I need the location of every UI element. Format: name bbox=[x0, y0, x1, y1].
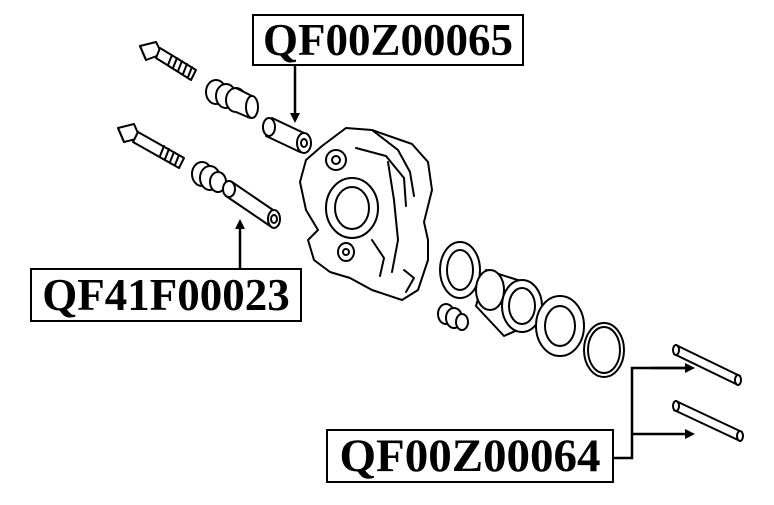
bleeder-cap bbox=[437, 303, 469, 331]
retaining-ring bbox=[583, 322, 625, 378]
piston-seal-ring bbox=[439, 241, 481, 299]
piston bbox=[475, 269, 543, 337]
lower-pin bbox=[672, 400, 744, 442]
upper-guide-bolt bbox=[139, 41, 197, 81]
upper-guide-sleeve bbox=[262, 117, 312, 154]
caliper-housing bbox=[299, 127, 433, 301]
lower-guide-bolt bbox=[117, 123, 185, 169]
part-number-label-bottom: QF00Z00064 bbox=[326, 429, 614, 483]
upper-boot bbox=[205, 79, 259, 119]
upper-pin bbox=[672, 344, 742, 386]
dust-boot bbox=[535, 295, 585, 357]
lower-guide-sleeve bbox=[222, 180, 281, 229]
part-number-label-top: QF00Z00065 bbox=[252, 14, 524, 66]
lower-boot bbox=[191, 161, 227, 193]
part-number-label-left: QF41F00023 bbox=[30, 268, 302, 322]
